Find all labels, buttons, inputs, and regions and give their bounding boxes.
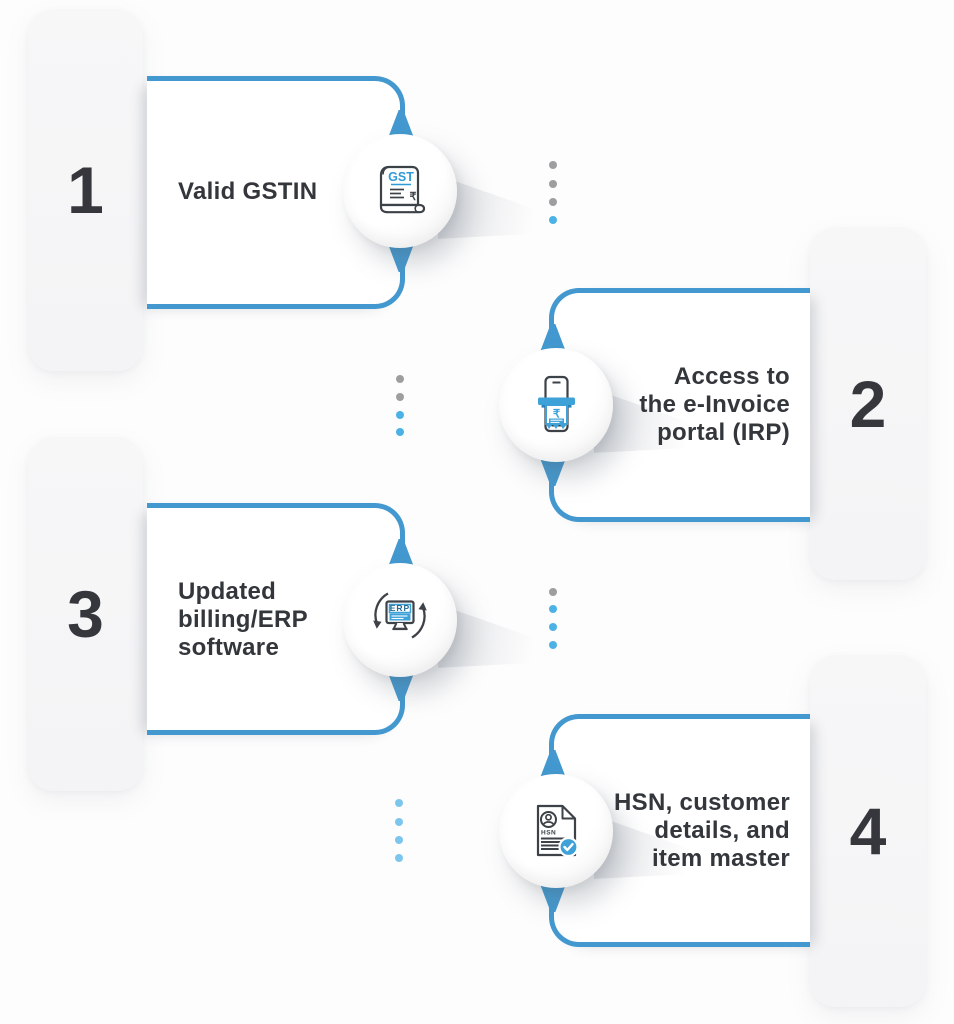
dot: [396, 375, 404, 383]
circle-shadow: [438, 175, 568, 239]
label-line: Updated: [178, 578, 277, 605]
dot: [549, 605, 557, 613]
step-3-icon-circle: ERP: [343, 563, 457, 677]
gst-scroll-icon: GST ₹: [379, 165, 426, 214]
label-line: HSN, customer: [614, 789, 790, 816]
label-line: details, and: [654, 817, 790, 844]
step-1-number: 1: [67, 153, 104, 227]
gst-icon-label: GST: [388, 170, 414, 184]
erp-icon-label: ERP: [390, 603, 410, 613]
step-1-label: Valid GSTIN: [178, 178, 358, 206]
rupee-glyph: ₹: [410, 191, 417, 203]
label-line: billing/ERP: [178, 606, 308, 633]
label-line: portal (IRP): [657, 419, 790, 446]
dot: [549, 198, 557, 206]
dot: [396, 411, 404, 419]
step-3-number-block: 3: [28, 437, 143, 791]
step-4-number: 4: [849, 794, 887, 868]
dot: [549, 623, 557, 631]
rupee-glyph: ₹: [553, 409, 561, 421]
step-1-number-block: 1: [28, 9, 143, 371]
dot: [395, 854, 403, 862]
dot: [395, 836, 403, 844]
step-4-number-block: 4: [810, 655, 926, 1007]
dot: [396, 428, 404, 436]
label-line: item master: [651, 845, 790, 872]
step-3-number: 3: [67, 577, 104, 651]
dot: [549, 161, 557, 169]
step-4-icon-circle: HSN: [499, 774, 613, 888]
step-2-number: 2: [849, 366, 887, 441]
erp-monitor-sync-icon: ERP: [373, 592, 427, 639]
circle-shadow: [438, 604, 568, 668]
hsn-document-check-icon: HSN: [536, 804, 579, 858]
label-line: software: [178, 634, 280, 661]
dot: [549, 216, 557, 224]
step-2-label: Access to the e-Invoice portal (IRP): [540, 363, 790, 447]
step-1-icon-circle: GST ₹: [343, 134, 457, 248]
step-2-number-block: 2: [810, 227, 926, 580]
step-2-icon-circle: ₹: [499, 348, 613, 462]
hsn-icon-label: HSN: [541, 830, 556, 837]
step-4-label: HSN, customer details, and item master: [540, 789, 790, 873]
label-line: the e-Invoice: [639, 391, 790, 418]
dot: [549, 180, 557, 188]
phone-invoice-icon: ₹: [538, 375, 575, 433]
dot: [395, 818, 403, 826]
label-line: Valid GSTIN: [178, 178, 318, 205]
dot: [396, 393, 404, 401]
dot: [549, 641, 557, 649]
dot: [549, 588, 557, 596]
label-line: Access to: [673, 363, 790, 390]
dot: [395, 799, 403, 807]
step-3-label: Updated billing/ERP software: [178, 578, 378, 662]
